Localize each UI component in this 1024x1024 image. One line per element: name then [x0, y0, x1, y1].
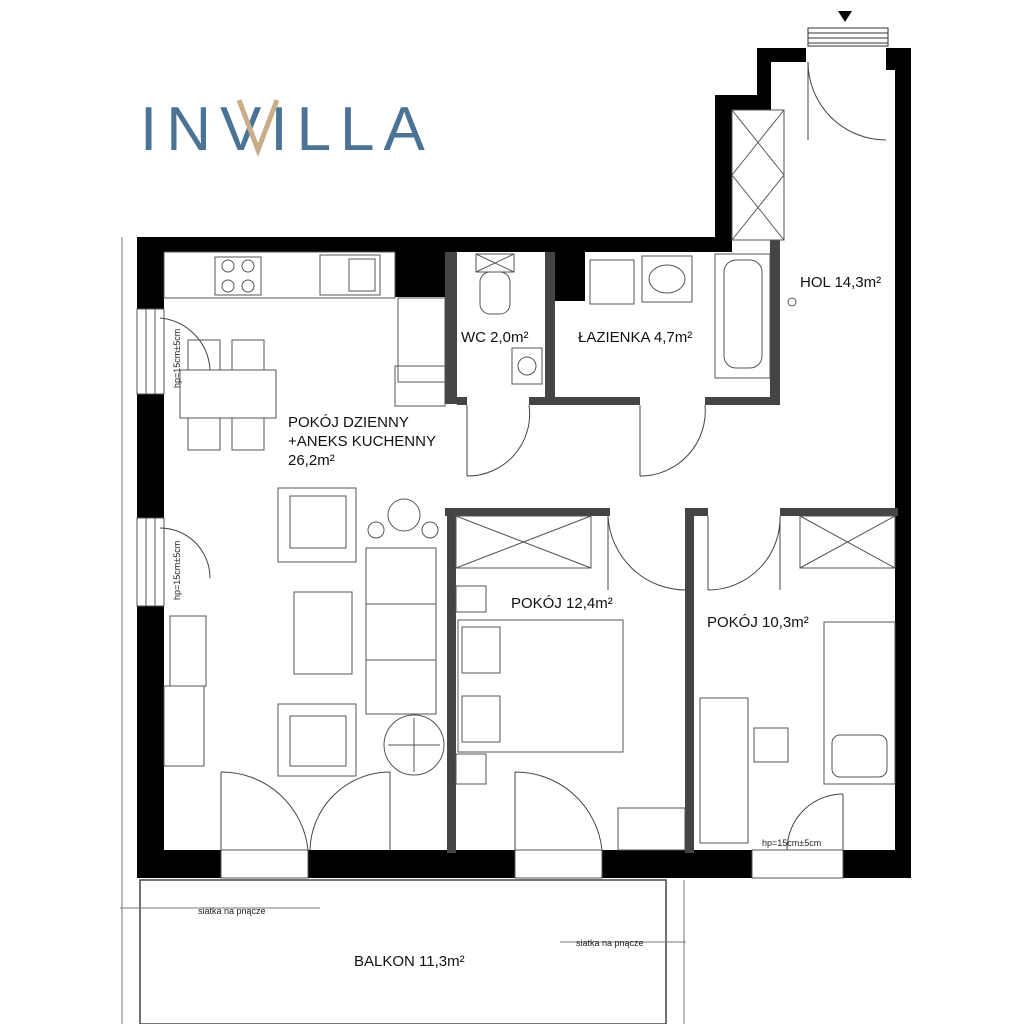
mesh-note-2: siatka na pnącze [576, 938, 644, 948]
window-height-note-2: hp=15cm±5cm [172, 541, 182, 600]
kitchen [163, 251, 446, 407]
window-height-note-1: hp=15cm±5cm [172, 329, 182, 388]
dining-set [179, 339, 277, 451]
balcony [120, 237, 686, 1024]
partitions [445, 240, 898, 853]
living-room-area: 26,2m² [288, 452, 335, 469]
entrance-door-frame [807, 27, 889, 47]
logo: INVILLA [140, 95, 434, 164]
living-furniture [163, 487, 445, 777]
bathroom-label: ŁAZIENKA 4,7m² [578, 329, 692, 346]
living-room-label-line1: POKÓJ DZIENNY [288, 414, 409, 431]
walls [137, 48, 911, 878]
hall-label: HOL 14,3m² [800, 274, 881, 291]
room2-label: POKÓJ 10,3m² [707, 614, 809, 631]
logo-accent-v [236, 99, 280, 158]
living-room-label-line2: +ANEKS KUCHENNY [288, 433, 436, 450]
room2-furniture [699, 515, 896, 844]
bathroom-fixtures [589, 253, 771, 379]
wc-fixtures [475, 253, 543, 385]
hall-wardrobe [731, 109, 797, 307]
balcony-label: BALKON 11,3m² [354, 953, 465, 970]
window-height-note-3: hp=15cm±5cm [762, 838, 821, 848]
wc-label: WC 2,0m² [461, 329, 529, 346]
logo-text: INVILLA [140, 95, 434, 164]
mesh-note-1: siatka na pnącze [198, 906, 266, 916]
entrance-arrow-icon [838, 11, 852, 22]
door-swings [159, 61, 887, 851]
room1-furniture [455, 515, 686, 851]
windows [136, 308, 844, 879]
room1-label: POKÓJ 12,4m² [511, 595, 613, 612]
